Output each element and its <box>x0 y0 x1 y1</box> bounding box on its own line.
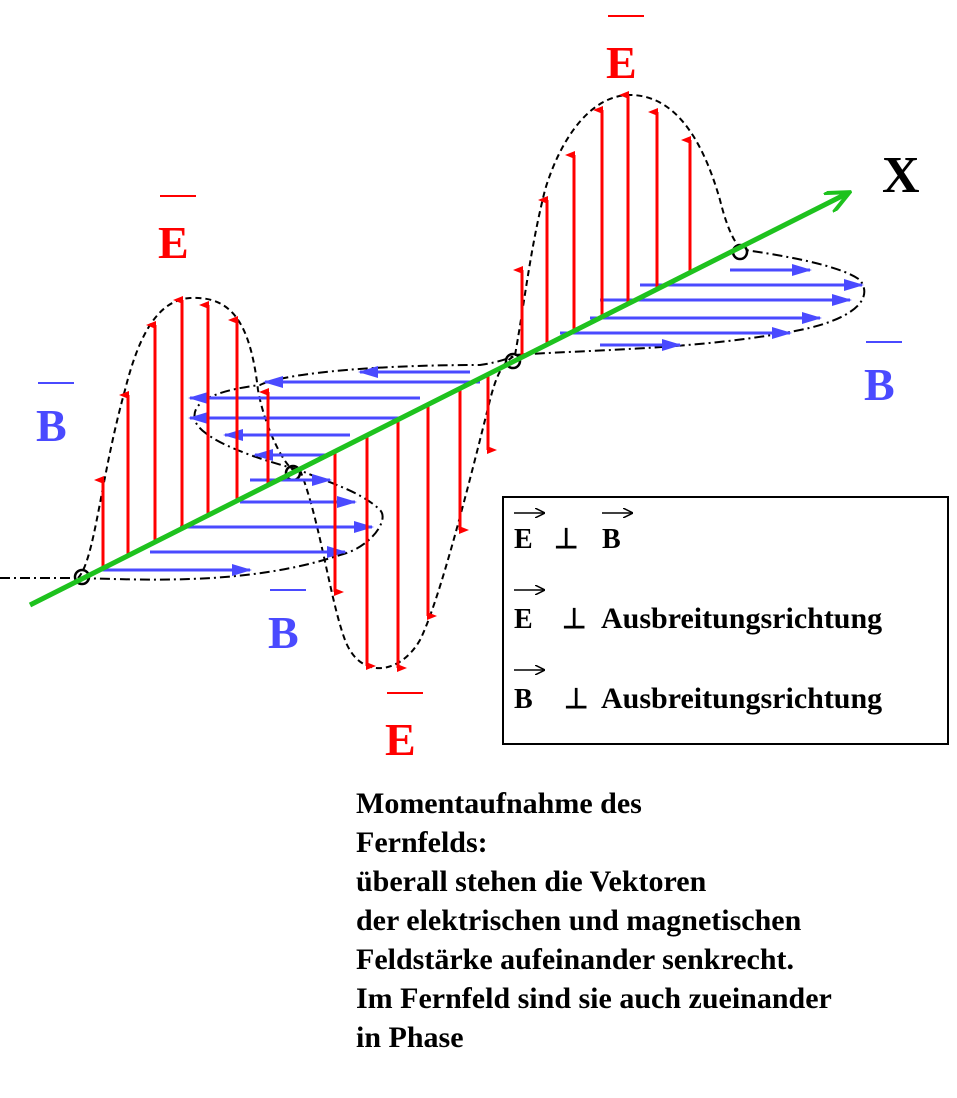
svg-text:Ausbreitungsrichtung: Ausbreitungsrichtung <box>601 682 882 715</box>
svg-text:B: B <box>602 524 621 555</box>
b-label-left: B <box>36 382 74 451</box>
legend-row-e-perp-b: E ⊥ B <box>514 513 632 555</box>
caption-line: der elektrischen und magnetischen <box>356 904 802 937</box>
svg-text:Ausbreitungsrichtung: Ausbreitungsrichtung <box>601 602 882 635</box>
legend-box: E ⊥ B E ⊥ Ausbreitungsrichtung B ⊥ Ausbr… <box>502 496 949 745</box>
svg-text:E: E <box>158 217 189 268</box>
x-axis-label: X <box>882 147 920 204</box>
caption-line: Fernfelds: <box>356 826 488 859</box>
svg-text:E: E <box>514 604 533 635</box>
e-label-top: E <box>606 15 644 88</box>
svg-text:E: E <box>606 37 637 88</box>
caption: Momentaufnahme des Fernfelds: überall st… <box>356 784 832 1057</box>
caption-line: Feldstärke aufeinander senkrecht. <box>356 943 795 976</box>
e-envelope <box>77 93 746 670</box>
b-label-right: B <box>864 341 902 410</box>
svg-text:⊥: ⊥ <box>564 684 588 715</box>
svg-text:B: B <box>36 400 67 451</box>
e-label-left: E <box>158 195 196 268</box>
svg-text:B: B <box>864 359 895 410</box>
svg-text:E: E <box>514 524 533 555</box>
svg-text:⊥: ⊥ <box>554 524 578 555</box>
svg-text:B: B <box>514 684 533 715</box>
caption-line: Im Fernfeld sind sie auch zueinander <box>356 982 832 1015</box>
caption-line: in Phase <box>356 1021 464 1054</box>
propagation-axis <box>28 193 848 608</box>
caption-line: Momentaufnahme des <box>356 787 642 820</box>
b-label-bottom: B <box>268 589 306 658</box>
svg-text:E: E <box>385 714 416 765</box>
legend-content: E ⊥ B E ⊥ Ausbreitungsrichtung B ⊥ Ausbr… <box>514 498 882 715</box>
e-field-vectors <box>94 91 692 672</box>
svg-text:B: B <box>268 607 299 658</box>
legend-row-e-perp-direction: E ⊥ Ausbreitungsrichtung <box>514 590 882 635</box>
e-label-bottom: E <box>385 692 423 765</box>
caption-line: überall stehen die Vektoren <box>356 865 707 898</box>
svg-text:⊥: ⊥ <box>562 604 586 635</box>
legend-row-b-perp-direction: B ⊥ Ausbreitungsrichtung <box>514 670 882 715</box>
